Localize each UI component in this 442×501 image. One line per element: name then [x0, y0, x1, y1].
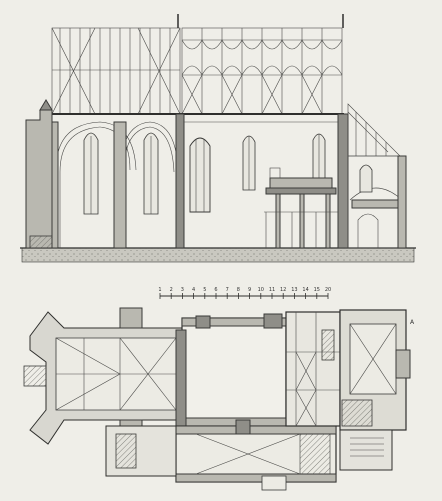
scale-tick-label: 9	[248, 287, 251, 293]
scale-tick-label: 2	[170, 287, 173, 293]
scale-tick-label: 10	[258, 287, 264, 293]
scale-tick-label: 20	[325, 287, 331, 293]
church-longitudinal-section	[20, 14, 416, 263]
section-marker: A	[410, 319, 415, 326]
church-floor-plan: A	[23, 307, 415, 491]
nave-plan	[175, 313, 287, 427]
west-wall-section	[25, 99, 53, 249]
tower-section	[337, 103, 407, 249]
scale-tick-label: 15	[314, 287, 320, 293]
scale-tick-label: 4	[192, 287, 195, 293]
choir-apse-plan	[23, 307, 183, 445]
south-aisle-plan	[105, 419, 337, 491]
choir-windows	[83, 132, 159, 215]
choir-vaults	[51, 121, 179, 249]
triumphal-arch-wall	[175, 113, 185, 249]
scale-tick-label: 12	[280, 287, 286, 293]
scale-tick-label: 3	[181, 287, 184, 293]
tower-plan	[285, 309, 411, 471]
scale-tick-label: 13	[291, 287, 297, 293]
scale-tick-label: 1	[158, 287, 161, 293]
scale-tick-label: 5	[203, 287, 206, 293]
scale-tick-label: 14	[302, 287, 308, 293]
nave-roof-truss	[180, 27, 344, 115]
scale-tick-label: 8	[237, 287, 240, 293]
west-gallery	[264, 167, 340, 249]
choir-roof-truss	[50, 27, 182, 115]
scale-tick-label: 11	[269, 287, 275, 293]
nave-gable-top	[177, 14, 344, 28]
scale-tick-label: 7	[226, 287, 229, 293]
scale-tick-label: 6	[214, 287, 217, 293]
nave-section	[184, 121, 340, 213]
ground-strip	[21, 247, 415, 263]
